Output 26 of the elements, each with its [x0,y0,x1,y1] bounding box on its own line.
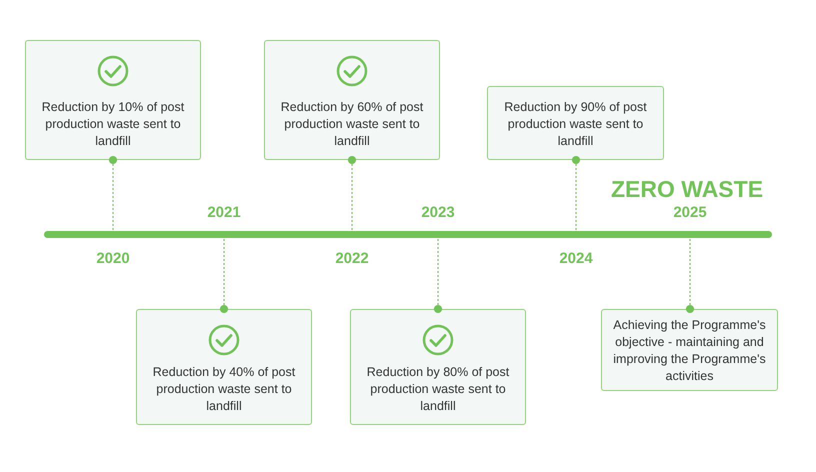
dashed-connector [108,156,118,232]
milestone-text: Achieving the Programme's objective - maintaining and improving the Programme's activities [612,317,767,385]
timeline-bar [44,231,772,238]
dashed-connector [434,238,442,314]
milestone-text: Reduction by 90% of post production waste sent to landfill [503,99,648,150]
milestone-text: Reduction by 80% of post production waste sent to landfill [366,364,510,415]
dashed-connector [686,238,694,314]
milestone-text: Reduction by 40% of post production waste sent to landfill [152,364,296,415]
dashed-connector [220,238,228,314]
milestone-card [264,40,440,160]
milestone-card [136,309,312,425]
timeline-title: ZERO WASTE [610,176,764,203]
dashed-connector [348,156,356,232]
milestone-card [350,309,526,425]
milestone-card [25,40,201,160]
year-label: 2022 [335,250,369,267]
year-label: 2023 [421,204,455,221]
milestone-card [487,86,664,160]
milestone-text: Reduction by 60% of post production waste sent to landfill [280,99,424,150]
year-label: 2024 [559,250,593,267]
year-label: 2021 [207,204,241,221]
dashed-connector [572,156,580,232]
milestone-card [601,309,778,391]
milestone-text: Reduction by 10% of post production waste sent to landfill [40,99,186,150]
year-label: 2025 [673,204,707,221]
year-label: 2020 [96,250,130,267]
